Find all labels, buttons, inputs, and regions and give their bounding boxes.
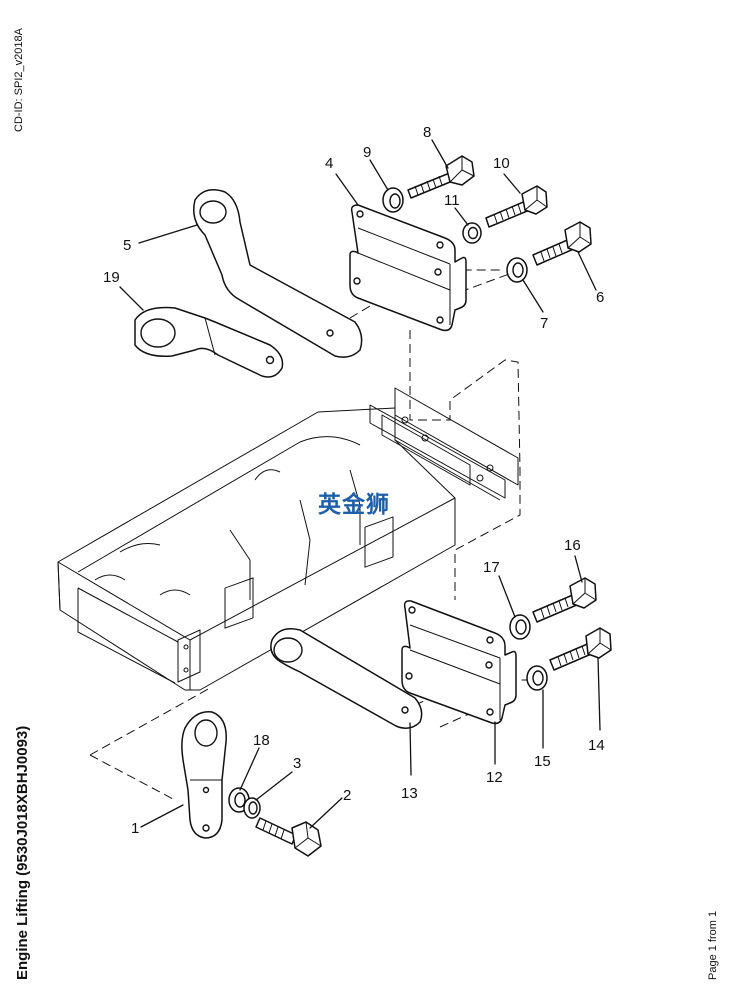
callout-19: 19 [103, 269, 120, 286]
bolt-8 [407, 155, 475, 199]
bolt-10 [485, 185, 548, 228]
washer-15 [526, 665, 548, 691]
washer-17 [509, 614, 531, 640]
watermark-logo-text: 英金狮 [318, 491, 390, 518]
callout-9: 9 [363, 144, 371, 161]
callout-4: 4 [325, 155, 333, 172]
bolt-16 [532, 577, 597, 623]
callout-8: 8 [423, 124, 431, 141]
bracket-lower [401, 600, 517, 725]
callout-6: 6 [596, 289, 604, 306]
washer-3 [243, 797, 261, 819]
bracket-upper [349, 204, 467, 332]
callout-7: 7 [540, 315, 548, 332]
bolt-2 [255, 817, 322, 857]
rear-cover-plates [369, 387, 519, 501]
callout-16: 16 [564, 537, 581, 554]
callout-14: 14 [588, 737, 605, 754]
callout-18: 18 [253, 732, 270, 749]
callout-13: 13 [401, 785, 418, 802]
callout-5: 5 [123, 237, 131, 254]
engine-head-outline [57, 407, 456, 691]
bolt-6 [532, 221, 592, 266]
callout-1: 1 [131, 820, 139, 837]
lifting-eye-upper-long [193, 189, 363, 358]
lifting-eye-upper-short [134, 306, 284, 378]
bolt-14 [549, 627, 612, 671]
callout-15: 15 [534, 753, 551, 770]
washer-7 [506, 257, 528, 283]
callout-numbers: 1 2 3 4 5 6 7 8 9 10 11 12 13 14 15 16 1… [103, 124, 605, 837]
lifting-eye-lower-short [181, 711, 227, 839]
washer-11 [462, 222, 482, 244]
callout-3: 3 [293, 755, 301, 772]
callout-11: 11 [444, 192, 460, 209]
callout-10: 10 [493, 155, 510, 172]
callout-2: 2 [343, 787, 351, 804]
callout-leader-lines [119, 139, 601, 829]
callout-12: 12 [486, 769, 503, 786]
washer-9 [382, 187, 404, 213]
lifting-eye-lower-long [270, 628, 423, 729]
callout-17: 17 [483, 559, 500, 576]
